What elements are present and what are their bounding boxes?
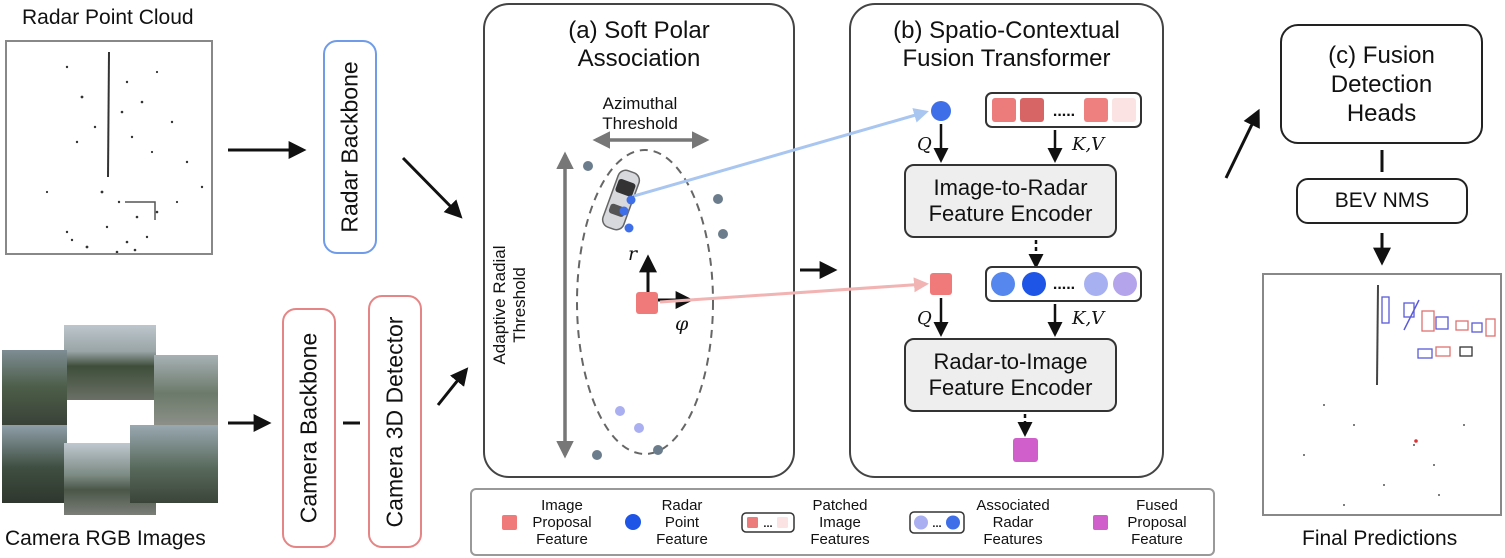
patch-dots: ..... [1053, 103, 1075, 120]
background-point-4 [653, 445, 663, 455]
vehicle-icon [601, 169, 641, 231]
patch-4 [1112, 98, 1136, 122]
legend-assoc-a [914, 515, 928, 530]
assoc-radar-2 [1022, 272, 1046, 296]
patch-3 [1084, 98, 1108, 122]
query-label-2: Q [917, 308, 932, 329]
image-proposal-square [636, 292, 658, 314]
camera-image-back-left [2, 425, 67, 503]
associated-point-1 [615, 406, 625, 416]
camera-images-collage [2, 325, 218, 515]
key-value-label-1: K,V [1072, 134, 1105, 155]
legend [470, 488, 1215, 556]
background-point-2 [713, 194, 723, 204]
patch-1 [992, 98, 1016, 122]
image-query-square [930, 273, 952, 295]
radar-point-1 [626, 195, 636, 205]
legend-patch-dots: ... [763, 518, 772, 530]
radar-input-title: Radar Point Cloud [22, 6, 194, 29]
camera-image-front-left [2, 350, 67, 425]
panel-a-title-line1: (a) Soft Polar [568, 17, 710, 44]
camera-input-title: Camera RGB Images [5, 527, 206, 550]
camera-image-front [64, 325, 156, 400]
panel-a-title: (a) Soft Polar Association [485, 17, 793, 73]
final-predictions-graphic [1303, 284, 1496, 506]
radar-point-2 [619, 206, 629, 216]
radar-to-query-arrow [633, 108, 929, 198]
radar-backbone-box: Radar Backbone [323, 40, 377, 254]
panel-a-title-line2: Association [577, 45, 701, 72]
legend-fused-proposal-icon [1093, 515, 1108, 530]
camera-detector-box: Camera 3D Detector [368, 295, 422, 548]
image-to-query-arrow [659, 277, 929, 304]
arrow-panel-b-to-heads [1224, 108, 1260, 179]
r-axis-label: r [628, 243, 638, 265]
arrow-detector-to-panel-a [436, 367, 469, 406]
camera-backbone-box: Camera Backbone [282, 308, 336, 548]
legend-assoc-b [946, 515, 960, 530]
radar-point-3 [624, 223, 634, 233]
radar-point-cloud-image [5, 40, 213, 255]
association-ellipse [576, 149, 714, 455]
camera-image-back-right [130, 425, 218, 503]
background-point-5 [592, 450, 602, 460]
arrow-radar-backbone-to-panel-a [401, 156, 463, 219]
assoc-radar-4 [1113, 272, 1137, 296]
background-point-1 [583, 161, 593, 171]
legend-assoc-dots: ... [932, 518, 941, 530]
legend-radar-point-icon [625, 514, 641, 530]
query-label-1: Q [917, 134, 932, 155]
key-value-label-2: K,V [1072, 308, 1105, 329]
camera-image-front-right [154, 355, 218, 425]
assoc-radar-dots: ..... [1053, 276, 1075, 293]
fused-proposal-square [1013, 438, 1038, 462]
radar-query-point [931, 101, 951, 121]
patch-2 [1020, 98, 1044, 122]
radar-point-cloud-graphic [45, 51, 204, 253]
legend-patch-a [747, 517, 758, 528]
phi-axis-label: φ [675, 313, 689, 335]
legend-image-proposal-icon [502, 515, 517, 530]
final-predictions-label: Final Predictions [1302, 527, 1458, 550]
final-predictions-image [1262, 273, 1502, 516]
bev-nms-box: BEV NMS [1296, 178, 1468, 224]
assoc-radar-3 [1084, 272, 1108, 296]
assoc-radar-1 [991, 272, 1015, 296]
soft-polar-association-panel: (a) Soft Polar Association [483, 3, 795, 478]
legend-patch-b [777, 517, 788, 528]
bev-nms-label: BEV NMS [1334, 189, 1430, 212]
associated-point-2 [634, 423, 644, 433]
background-point-3 [718, 229, 728, 239]
